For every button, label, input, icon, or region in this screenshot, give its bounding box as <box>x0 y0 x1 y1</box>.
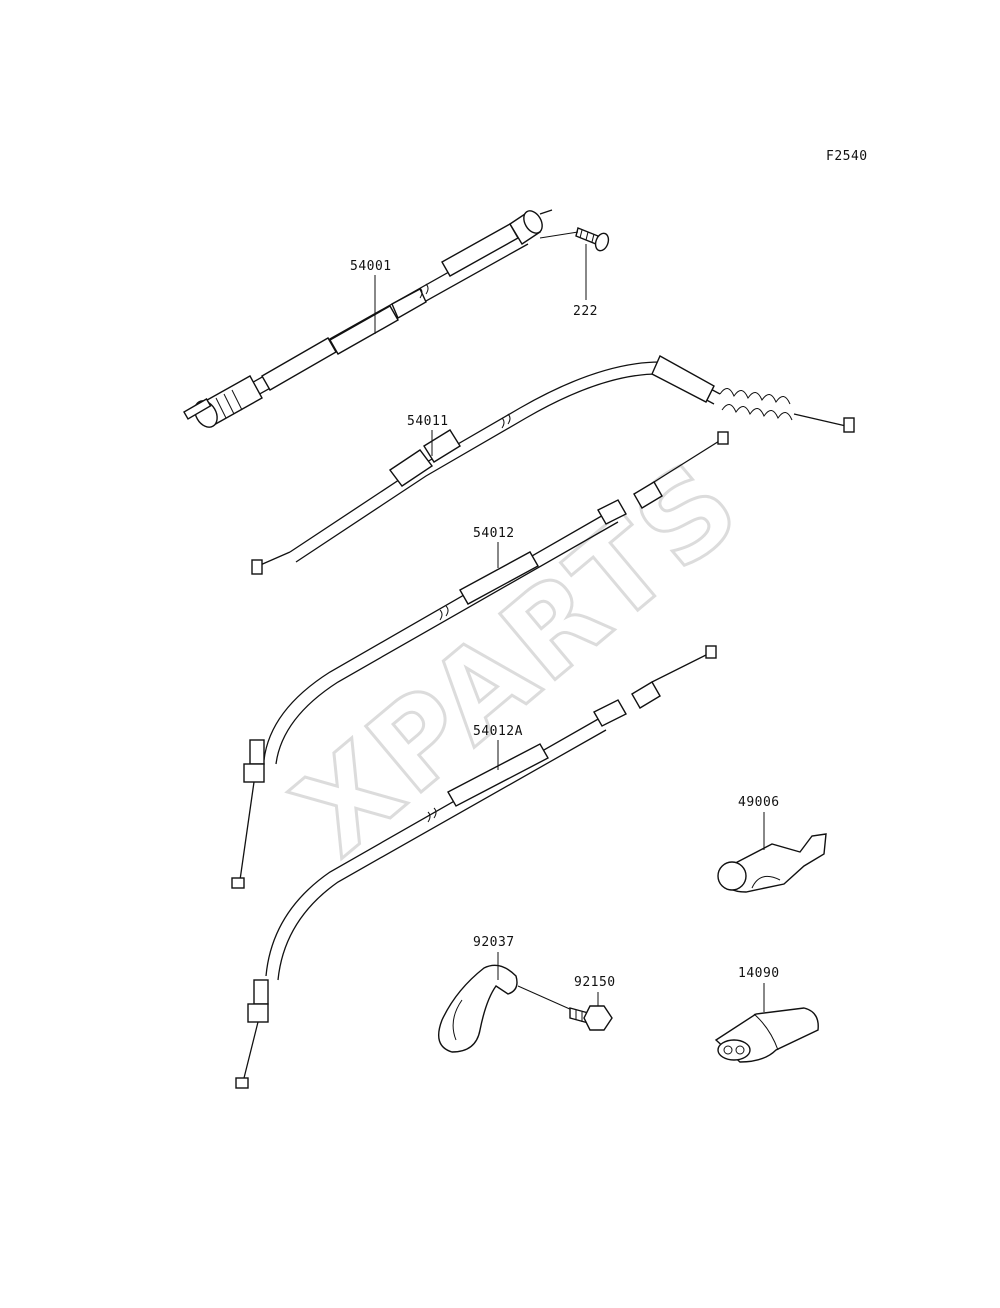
clamp-drawing[interactable] <box>438 964 518 1053</box>
speedometer-cable-drawing[interactable] <box>183 208 553 432</box>
throttle-cable-1-drawing[interactable] <box>231 431 729 889</box>
protector-drawing[interactable] <box>717 833 827 893</box>
throttle-cable-2-drawing[interactable] <box>235 645 717 1089</box>
label-54011: 54011 <box>407 414 449 429</box>
bolt-drawing[interactable] <box>569 1005 613 1031</box>
label-54012A: 54012A <box>473 724 523 739</box>
label-92150: 92150 <box>574 975 616 990</box>
cap-drawing[interactable] <box>714 1007 819 1063</box>
clamp-link-line <box>517 985 573 1011</box>
screw-drawing[interactable] <box>575 227 611 253</box>
label-14090: 14090 <box>738 966 780 981</box>
watermark: XPARTS <box>269 433 766 881</box>
label-54012: 54012 <box>473 526 515 541</box>
label-222: 222 <box>573 304 598 319</box>
label-54001: 54001 <box>350 259 392 274</box>
screw-link-line <box>539 231 579 239</box>
figure-code: F2540 <box>826 149 868 164</box>
label-49006: 49006 <box>738 795 780 810</box>
clutch-cable-drawing[interactable] <box>251 355 855 575</box>
label-92037: 92037 <box>473 935 515 950</box>
